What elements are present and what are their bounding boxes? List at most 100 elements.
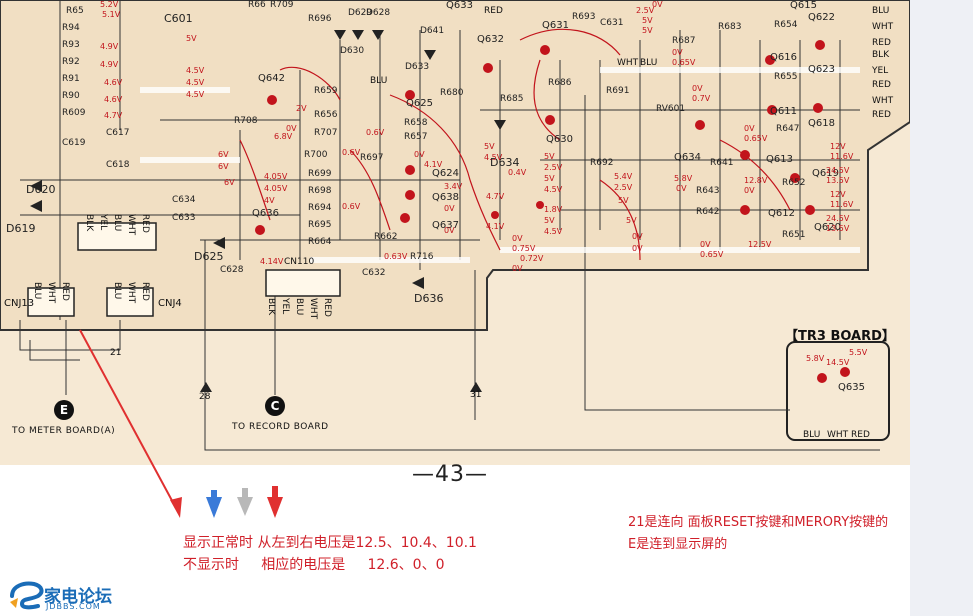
volt-rmid-1: 5.4V (614, 172, 633, 181)
tr3-board-title: 【TR3 BOARD】 (785, 329, 895, 344)
ref-q634: Q634 (674, 152, 701, 163)
volt-q634r-1: 5.8V (674, 174, 693, 183)
volt-q612-2: 0V (744, 186, 755, 195)
ref-q631: Q631 (542, 20, 569, 31)
ref-r708: R708 (234, 116, 258, 126)
ref-r92: R92 (62, 57, 80, 67)
volt-left-3: 4.9V (100, 42, 119, 51)
volt-q642-1: 2V (296, 104, 307, 113)
volt-q624-4: 0V (444, 226, 455, 235)
volt-bottom-1: 0.75V (512, 244, 536, 253)
ref-r652: R652 (782, 178, 806, 188)
note-21-connection: 21是连向 面板RESET按键和MERORY按键的 (628, 515, 889, 530)
connector-c-icon: C (265, 396, 285, 416)
wire-label-21: 21 (110, 348, 122, 358)
ref-r685: R685 (500, 94, 524, 104)
volt-left-4: 4.9V (100, 60, 119, 69)
volt-q630-1: 5V (544, 152, 555, 161)
volt-tr-5: 0V (672, 48, 683, 57)
cn110-label: CN110 (284, 257, 315, 267)
right-pin-blk: BLK (872, 50, 890, 60)
ref-q642: Q642 (258, 73, 285, 84)
ref-r700: R700 (304, 150, 328, 160)
tr3-volt-1: 5.8V (806, 354, 825, 363)
ref-r694: R694 (308, 203, 332, 213)
tr3-pin-wht: WHT (827, 430, 849, 440)
volt-q642-2: 0V (286, 124, 297, 133)
ref-q630: Q630 (546, 134, 573, 145)
ref-r691: R691 (606, 86, 630, 96)
ref-rv601: RV601 (656, 104, 686, 114)
volt-q612-4: 0.65V (700, 250, 724, 259)
volt-q634-2: 4.5V (484, 153, 503, 162)
tr3-pin-blu: BLU (803, 430, 821, 440)
right-pin-blu: BLU (872, 6, 890, 16)
ref-r654: R654 (774, 20, 798, 30)
volt-q630-2: 2.5V (544, 163, 563, 172)
ref-r655: R655 (774, 72, 798, 82)
left-pin-blu: BLU (112, 214, 122, 232)
cnj13-pin-blu: BLU (32, 282, 42, 300)
ref-d633: D633 (405, 62, 430, 72)
schematic-board: R65 R94 R93 R92 R91 R90 R609 C601 C617 C… (0, 0, 910, 487)
cn110-pin-wht: WHT (308, 298, 318, 320)
ref-c633: C633 (172, 213, 196, 223)
cn110-pin-yel: YEL (280, 298, 290, 315)
left-pin-blk: BLK (84, 214, 94, 232)
volt-c601-3: 4.5V (186, 78, 205, 87)
ref-r680: R680 (440, 88, 464, 98)
volt-q634-1: 5V (484, 142, 495, 151)
wire-label-31: 31 (470, 390, 482, 400)
ref-q633: Q633 (446, 0, 473, 11)
ref-r651: R651 (782, 230, 806, 240)
volt-bottom-3: 0V (512, 264, 523, 273)
ref-r696: R696 (308, 14, 332, 24)
page-number: —43— (412, 462, 488, 487)
jdbbs-logo-icon (10, 581, 44, 610)
right-margin-strip (910, 0, 973, 616)
label-red-1: RED (484, 6, 503, 16)
ref-r656: R656 (314, 110, 338, 120)
cnj13-label: CNJ13 (4, 298, 35, 309)
ref-r687: R687 (672, 36, 696, 46)
pointer-head (170, 497, 182, 518)
ref-q636: Q636 (252, 208, 279, 219)
volt-rmid-5: 0V (632, 232, 643, 241)
volt-far-3: 24.5V (826, 166, 850, 175)
schematic-traces (0, 0, 910, 451)
ref-r642: R642 (696, 207, 720, 217)
volt-q612-1: 12.8V (744, 176, 768, 185)
ref-r641: R641 (710, 158, 734, 168)
cnj4-pin-red: RED (140, 282, 150, 301)
ref-r90: R90 (62, 91, 80, 101)
label-wht-1: WHT (617, 58, 639, 68)
ref-r693: R693 (572, 12, 596, 22)
volt-q624-2: 3.4V (444, 182, 463, 191)
volt-tr-7: 0V (692, 84, 703, 93)
ref-r65: R65 (66, 6, 84, 16)
red-arrow (267, 486, 283, 518)
ref-q616: Q616 (770, 52, 797, 63)
ref-r686: R686 (548, 78, 572, 88)
ref-q635: Q635 (838, 382, 865, 393)
right-pin-red-1: RED (872, 38, 891, 48)
ref-r659: R659 (314, 86, 338, 96)
right-pin-red-3: RED (872, 110, 891, 120)
ref-r716: R716 (410, 252, 434, 262)
volt-q630-7: 4.5V (544, 227, 563, 236)
cnj4-label: CNJ4 (158, 298, 182, 309)
connector-c-caption: TO RECORD BOARD (232, 422, 329, 432)
volt-q624-3: 0V (444, 204, 455, 213)
ref-c619: C619 (62, 138, 86, 148)
ref-q622: Q622 (808, 12, 835, 23)
volt-q642-3: 6.8V (274, 132, 293, 141)
ref-d641: D641 (420, 26, 445, 36)
ref-d620: D620 (26, 183, 56, 196)
volt-mid-4: 0.6V (342, 202, 361, 211)
ref-q624: Q624 (432, 168, 459, 179)
ref-r647: R647 (776, 124, 800, 134)
volt-q630-3: 5V (544, 174, 555, 183)
ref-c628: C628 (220, 265, 244, 275)
ref-c617: C617 (106, 128, 130, 138)
